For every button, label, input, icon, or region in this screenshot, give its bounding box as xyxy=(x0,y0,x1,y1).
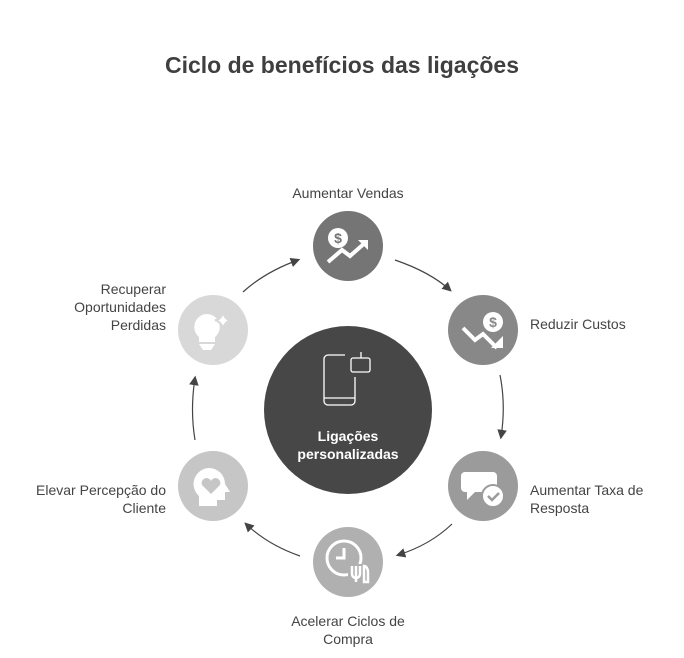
diagram-title: Ciclo de benefícios das ligações xyxy=(164,52,520,78)
dollar-trend-up-icon: $ xyxy=(326,228,368,264)
node-circle: $ xyxy=(313,211,383,281)
node-label-taxa-resposta: Aumentar Taxa de Resposta xyxy=(530,482,644,516)
phone-robot-icon xyxy=(323,352,371,406)
node-circle: $ xyxy=(448,295,518,365)
arrow xyxy=(395,523,453,558)
node-label-percepcao-cliente: Elevar Percepção do Cliente xyxy=(36,482,166,516)
center-label-line1: Ligações xyxy=(317,428,379,444)
center-circle xyxy=(264,326,432,494)
node-label-aumentar-vendas: Aumentar Vendas xyxy=(292,185,404,201)
node-circle xyxy=(178,451,248,521)
node-label-ciclos-compra: Acelerar Ciclos de Compra xyxy=(291,613,405,647)
chat-check-icon xyxy=(461,472,505,508)
center-label-line2: personalizadas xyxy=(297,446,399,462)
node-label-reduzir-custos: Reduzir Custos xyxy=(530,316,626,332)
head-heart-icon xyxy=(193,468,230,506)
arrow xyxy=(497,374,507,440)
svg-text:$: $ xyxy=(489,314,497,330)
dollar-trend-down-icon: $ xyxy=(461,312,503,350)
center-label: Ligações personalizadas xyxy=(268,427,428,463)
node-label-oportunidades: Recuperar Oportunidades Perdidas xyxy=(74,281,166,333)
arrow xyxy=(394,259,452,292)
svg-text:$: $ xyxy=(334,230,342,246)
lightbulb-sparkle-icon xyxy=(194,311,232,350)
clock-cart-icon xyxy=(325,539,370,584)
arrow xyxy=(244,522,301,557)
node-circle xyxy=(313,527,383,597)
arrow xyxy=(189,375,199,441)
arrow xyxy=(242,257,301,293)
node-circle xyxy=(178,295,248,365)
node-circle xyxy=(448,451,518,521)
